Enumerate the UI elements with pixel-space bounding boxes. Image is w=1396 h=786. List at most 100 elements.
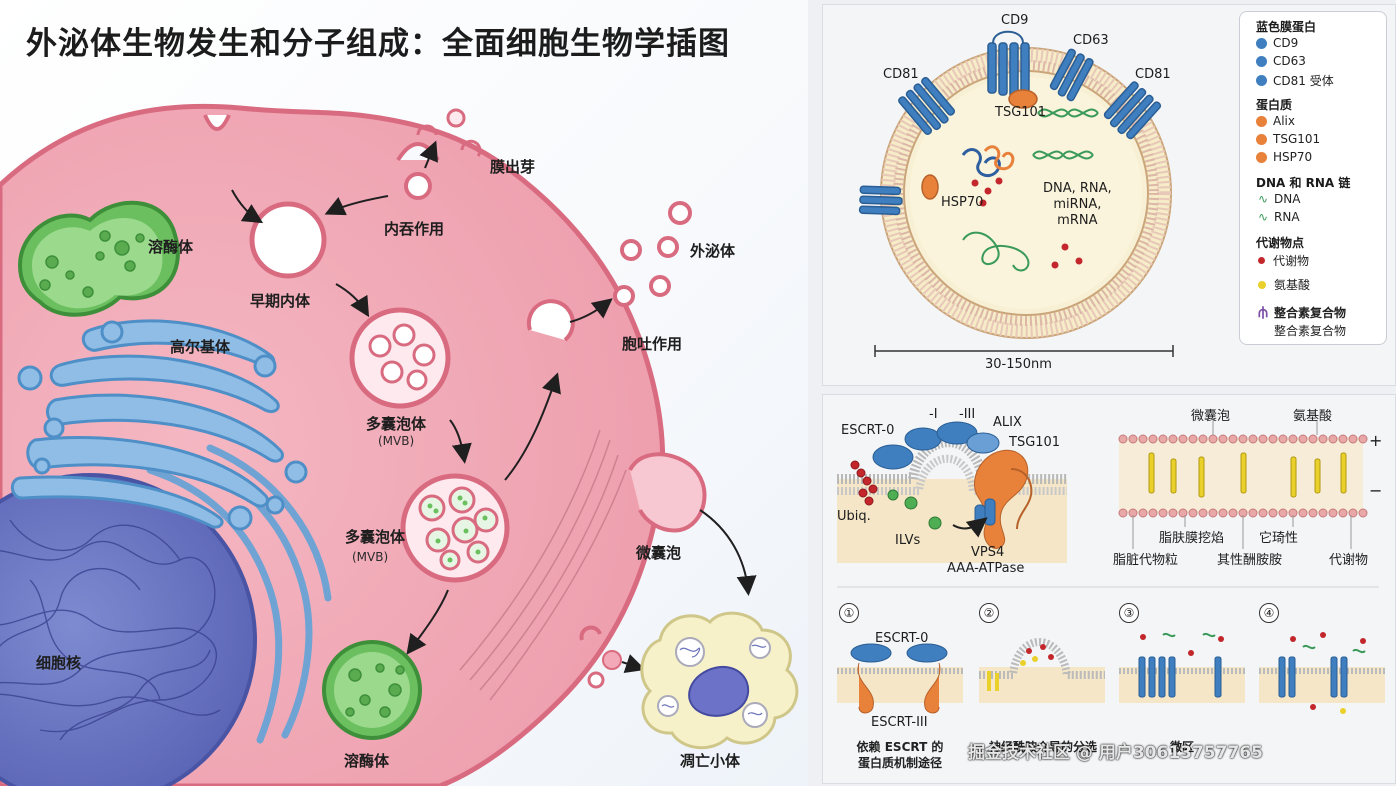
label-cd9: CD9: [1001, 13, 1029, 28]
cd81-right-protein: [1103, 81, 1162, 140]
early-endosome: [249, 201, 327, 279]
legend-item-dna: ∿DNA: [1256, 192, 1300, 206]
label-endocytosis: 内吞作用: [384, 220, 445, 238]
label-cargo: DNA, RNA, miRNA, mRNA: [1043, 181, 1112, 229]
cd81-left-protein: [898, 76, 956, 136]
mvb-early: [349, 307, 451, 409]
legend-text-dna: DNA: [1274, 192, 1301, 206]
legend-text-hsp70: HSP70: [1273, 150, 1313, 164]
step-3-diagram: [1119, 632, 1245, 703]
legend-text-cd9: CD9: [1273, 36, 1299, 50]
watermark: 掘金技术社区 @ 用户30613757765: [968, 743, 1263, 763]
label-plus: +: [1369, 431, 1383, 450]
legend-head-nucleic: DNA 和 RNA 链: [1256, 176, 1351, 190]
step-2-caption-2: 神经酰胺介导的分选: [988, 740, 1097, 754]
legend-text-tsg101: TSG101: [1273, 132, 1321, 146]
legend-item-metabolite: 代谢物: [1256, 252, 1309, 269]
label-tetraspanin: 它琦性: [1259, 531, 1299, 546]
legend-item-integrin: 整合素复合物: [1274, 324, 1347, 338]
page-title: 外泌体生物发生和分子组成：全面细胞生物学插图: [26, 26, 730, 62]
legend-text-amino: 氨基酸: [1274, 278, 1311, 292]
label-hsp70: HSP70: [941, 195, 984, 210]
label-microvesicle: 微囊泡: [636, 544, 682, 562]
legend-item-cd81: CD81 受体: [1256, 72, 1334, 89]
hsp70-marker: [921, 174, 939, 200]
label-mvb2-sub: (MVB): [352, 550, 389, 564]
apoptotic-body: [640, 611, 799, 750]
side-protein: [858, 185, 903, 216]
label-golgi: 高尔基体: [170, 338, 231, 356]
legend-item-cd9: CD9: [1256, 36, 1298, 50]
rna-icon: ∿: [1257, 210, 1269, 224]
label-aaa: AAA-ATPase: [947, 561, 1025, 576]
step-1-top-label: ESCRT-0: [875, 631, 929, 646]
legend-text-metabolite: 代谢物: [1273, 254, 1310, 268]
label-cd81-right: CD81: [1135, 67, 1171, 82]
exosome-composition-panel: CD9 CD63 CD81 CD81 TSG101 HSP70 DNA, RNA…: [822, 4, 1396, 386]
step-1-bottom-label: ESCRT-III: [871, 715, 928, 730]
yellow-dot-icon: [1258, 280, 1266, 289]
mvb-late: [400, 473, 510, 583]
biogenesis-mechanisms-panel: ESCRT-0 -I -III ALIX TSG101 Ubiq. ILVs V…: [822, 394, 1396, 784]
legend-item-amino: 氨基酸: [1256, 276, 1310, 293]
integrin-icon: ⫛: [1258, 302, 1268, 321]
orange-dot-icon: [1256, 133, 1267, 145]
mechanisms-diagram: [837, 421, 1385, 714]
cell-illustration: [0, 103, 799, 786]
legend-text-cd63: CD63: [1273, 54, 1306, 68]
step-1-number: ①: [839, 603, 859, 623]
step-2-diagram: [979, 638, 1105, 703]
step-1-caption-2: 蛋白质机制途径: [857, 756, 942, 770]
legend-head-membrane: 蓝色膜蛋白: [1256, 20, 1317, 34]
lipid-bilayer: [1118, 421, 1368, 549]
label-ceramide: 脂肤膜挖焰: [1159, 531, 1225, 546]
blue-dot-icon: [1256, 37, 1267, 49]
label-exosome: 外泌体: [690, 242, 736, 260]
label-apoptotic-body: 凋亡小体: [680, 752, 741, 770]
label-lysosome-top: 溶酶体: [148, 238, 194, 256]
label-tsg101-escrt: TSG101: [1009, 435, 1061, 450]
lysosome-bottom: [322, 640, 422, 740]
label-exocytosis: 胞吐作用: [622, 335, 683, 353]
chromatin: [0, 519, 221, 741]
label-size: 30-150nm: [985, 357, 1052, 372]
label-lysosome-bottom: 溶酶体: [344, 752, 390, 770]
orange-dot-icon: [1256, 115, 1267, 127]
orange-dot-icon: [1256, 151, 1267, 163]
legend-text-rna: RNA: [1274, 210, 1300, 224]
legend-item-rna: ∿ RNA: [1256, 210, 1300, 224]
step-4-number: ④: [1259, 603, 1279, 623]
label-escrt0: ESCRT-0: [841, 423, 895, 438]
label-vps4: VPS4: [971, 545, 1005, 560]
legend-head-protein: 蛋白质: [1256, 98, 1293, 112]
legend-text-alix: Alix: [1273, 114, 1295, 128]
tsg101-marker: [1008, 89, 1038, 109]
endocytic-vesicle: [404, 172, 432, 200]
legend-item-tsg101: TSG101: [1256, 132, 1320, 146]
label-escrt-iii: -III: [959, 407, 976, 422]
label-ubiq: Ubiq.: [837, 509, 871, 524]
nucleus: [0, 473, 257, 786]
lysosome-top: [17, 200, 180, 317]
cd63-protein: [1049, 48, 1094, 102]
step-1-caption-1: 依赖 ESCRT 的: [856, 740, 944, 754]
legend-text-integrin-head: 整合素复合物: [1274, 305, 1347, 320]
escrt-complexes: [872, 421, 1033, 549]
step-1-caption: 依赖 ESCRT 的 蛋白质机制途径: [837, 739, 963, 771]
blue-dot-icon: [1256, 75, 1267, 86]
label-lipid-microvesicle: 微囊泡: [1191, 409, 1231, 424]
label-mvb1-sub: (MVB): [378, 434, 415, 448]
label-mvb1: 多囊泡体: [366, 415, 427, 433]
step-4-diagram: [1259, 632, 1385, 714]
label-sphingo: 其性酬胺胺: [1217, 553, 1283, 568]
label-cargo-3: mRNA: [1057, 213, 1098, 228]
label-alix: ALIX: [993, 415, 1022, 430]
label-lipid-metabolite: 代谢物: [1329, 553, 1369, 568]
blue-dot-icon: [1256, 55, 1267, 67]
exosome-diagram: [858, 30, 1174, 357]
golgi-apparatus: [11, 319, 308, 531]
red-dot-icon: [1258, 257, 1265, 264]
step-3-caption-2: 微区: [1169, 740, 1194, 754]
label-cargo-1: DNA, RNA,: [1043, 181, 1112, 196]
